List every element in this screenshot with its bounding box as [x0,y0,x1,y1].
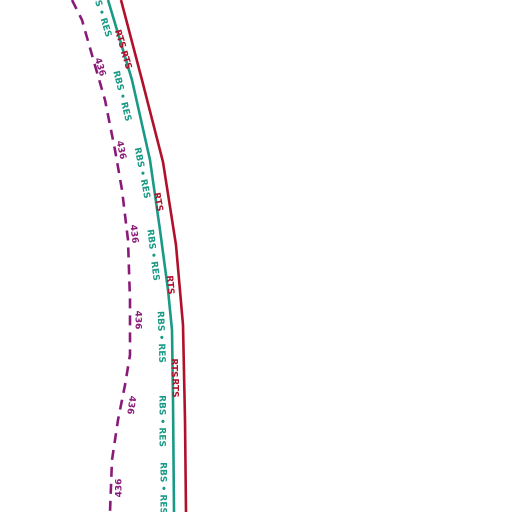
route-rts-label: RTS [164,275,176,295]
route-rts-label: RTS [170,378,180,397]
route-436-line[interactable] [70,0,132,512]
route-rbs-res-line[interactable] [106,0,176,512]
route-rbs-res-label: RBS • RES [157,395,167,447]
route-436-labels: 436 436 436 436 436 436 [92,57,143,498]
route-436-label: 436 [115,479,125,498]
route-436-label: 436 [133,311,143,330]
route-rts-line[interactable] [119,0,188,512]
route-436-label: 436 [128,224,140,244]
route-rbs-res-label: RBS • RES [155,311,167,363]
route-rts-label: RTS [118,50,133,71]
route-rbs-res-label: RBS • RES [158,462,168,512]
route-rts-label: RTS [169,358,179,377]
route-rbs-res-label: RBS • RES [110,70,132,123]
route-436-label: 436 [124,395,137,415]
route-436-label: 436 [114,140,128,160]
route-rts-label: RTS [112,29,127,50]
route-rts-label: RTS [151,192,164,213]
route-rbs-res-label: RBS • RES [144,229,160,282]
